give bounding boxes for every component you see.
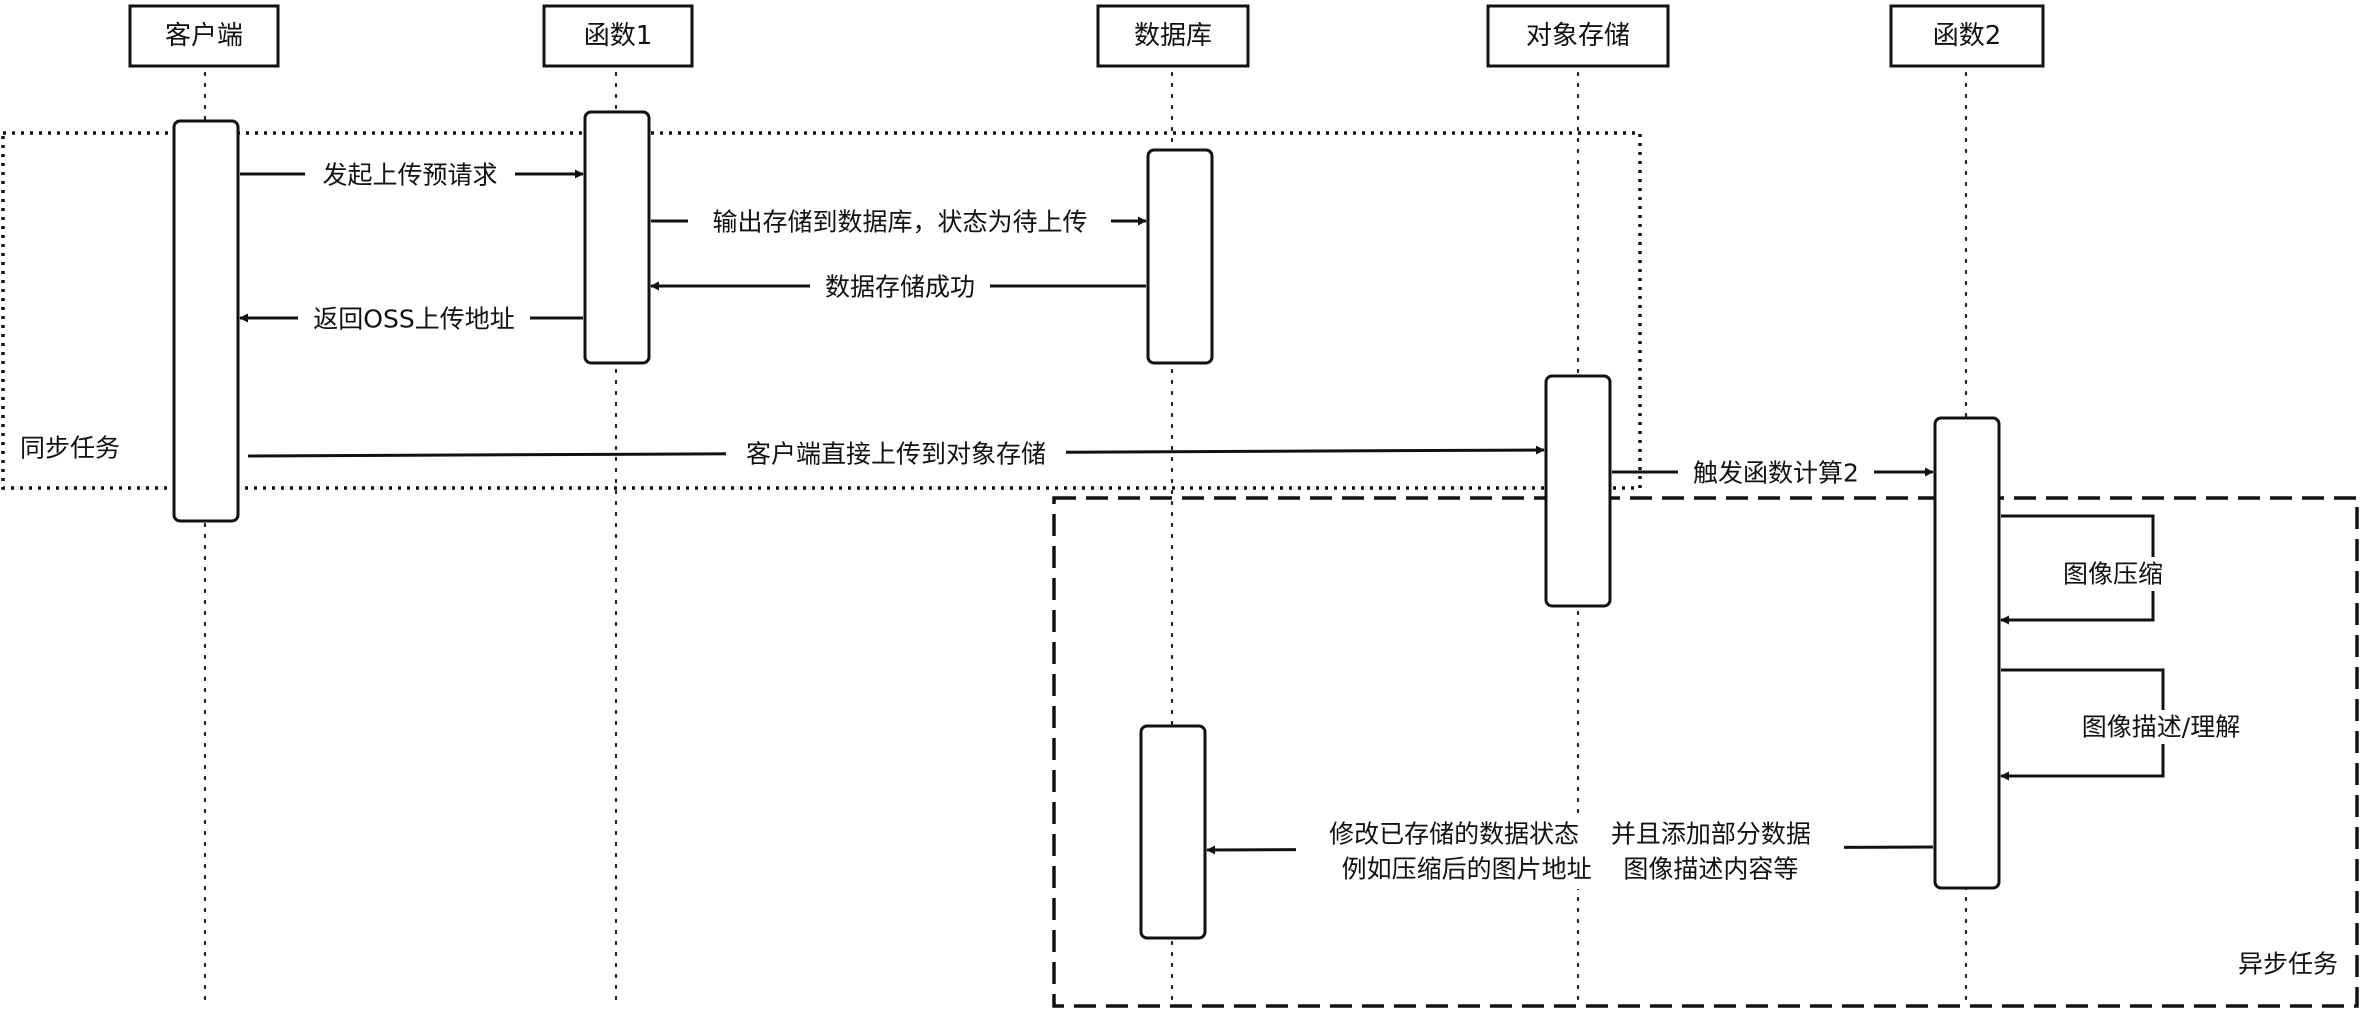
participant-db-label: 数据库	[1134, 21, 1212, 51]
activation-db-2	[1139, 724, 1207, 940]
activation-client	[172, 119, 240, 523]
participant-db: 数据库	[1096, 4, 1250, 68]
activation-func1	[583, 110, 651, 365]
message-image-compression: 图像压缩	[2000, 514, 2172, 625]
activation-db-1	[1146, 148, 1214, 365]
message-update-stored-data-line2: 例如压缩后的图片地址 图像描述内容等	[1342, 855, 1799, 884]
message-store-to-db-label: 输出存储到数据库，状态为待上传	[712, 208, 1087, 237]
message-store-success-label: 数据存储成功	[825, 273, 975, 302]
activation-func2	[1933, 416, 2001, 890]
participant-func1: 函数1	[542, 4, 694, 68]
activation-oss	[1544, 374, 1612, 608]
message-update-stored-data: 修改已存储的数据状态 并且添加部分数据 例如压缩后的图片地址 图像描述内容等	[1206, 815, 1934, 889]
participant-func1-label: 函数1	[584, 21, 653, 51]
participant-oss: 对象存储	[1486, 4, 1670, 68]
message-upload-prerequest-label: 发起上传预请求	[322, 161, 497, 190]
participant-func2-label: 函数2	[1933, 21, 2002, 51]
message-image-description-label: 图像描述/理解	[2082, 713, 2240, 742]
participant-func2: 函数2	[1889, 4, 2045, 68]
participant-client: 客户端	[128, 4, 280, 68]
message-store-to-db: 输出存储到数据库，状态为待上传	[651, 205, 1147, 239]
message-trigger-func2-label: 触发函数计算2	[1693, 459, 1859, 488]
message-update-stored-data-line1: 修改已存储的数据状态 并且添加部分数据	[1329, 820, 1811, 849]
async-task-label: 异步任务	[2238, 950, 2338, 979]
message-image-compression-label: 图像压缩	[2063, 560, 2163, 589]
message-return-oss-address-label: 返回OSS上传地址	[313, 305, 514, 334]
participant-client-label: 客户端	[165, 21, 243, 51]
message-client-direct-upload: 客户端直接上传到对象存储	[247, 437, 1545, 471]
message-return-oss-address: 返回OSS上传地址	[239, 302, 583, 336]
sync-task-label: 同步任务	[20, 434, 120, 463]
participant-oss-label: 对象存储	[1526, 21, 1630, 51]
message-client-direct-upload-label: 客户端直接上传到对象存储	[746, 440, 1046, 469]
message-upload-prerequest: 发起上传预请求	[240, 158, 584, 192]
sync-task-frame	[1, 131, 1642, 490]
message-trigger-func2: 触发函数计算2	[1612, 456, 1934, 490]
message-image-description: 图像描述/理解	[2000, 668, 2262, 781]
async-task-frame	[1052, 496, 2359, 1008]
message-store-success: 数据存储成功	[650, 270, 1146, 304]
